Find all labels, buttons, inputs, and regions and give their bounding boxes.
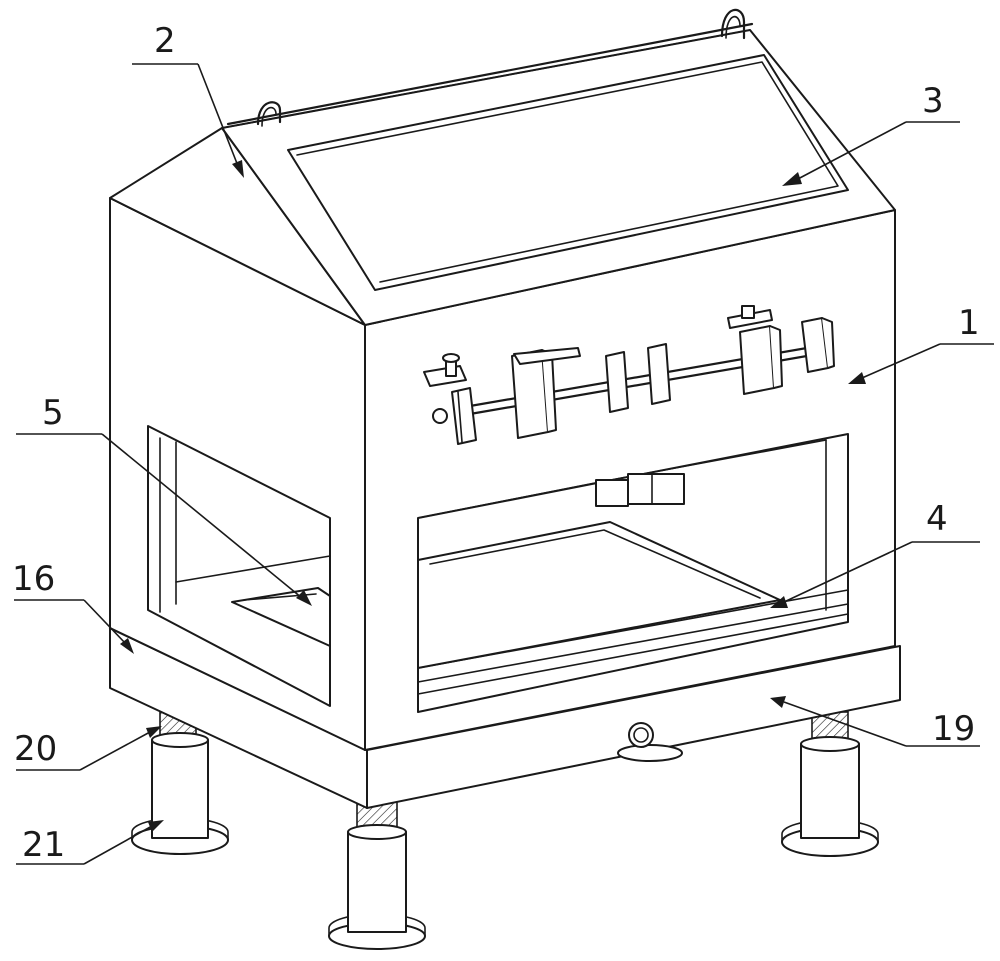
callout-5: 5 — [16, 393, 312, 606]
left-opening — [147, 425, 331, 707]
label-4: 4 — [926, 499, 948, 539]
label-5: 5 — [42, 393, 64, 433]
label-19: 19 — [932, 709, 975, 749]
front-opening — [417, 433, 849, 713]
callout-4: 4 — [770, 499, 980, 608]
leg-front — [328, 799, 426, 950]
label-1: 1 — [958, 303, 980, 343]
hook-right — [720, 8, 746, 40]
callout-1: 1 — [848, 303, 994, 384]
label-21: 21 — [22, 825, 65, 865]
leg-left — [131, 711, 229, 855]
label-3: 3 — [922, 81, 944, 121]
label-16: 16 — [12, 559, 55, 599]
hook-left — [256, 101, 282, 126]
callout-3: 3 — [782, 81, 960, 186]
callout-16: 16 — [12, 559, 134, 654]
leg-right — [781, 711, 879, 857]
top-window-panel — [287, 54, 849, 291]
label-20: 20 — [14, 729, 57, 769]
callout-19: 19 — [770, 696, 980, 749]
callout-20: 20 — [14, 726, 162, 771]
rod-assembly — [423, 305, 835, 445]
label-2: 2 — [154, 21, 176, 61]
callout-2: 2 — [132, 21, 244, 178]
roof — [109, 8, 896, 326]
callout-21: 21 — [16, 820, 164, 865]
